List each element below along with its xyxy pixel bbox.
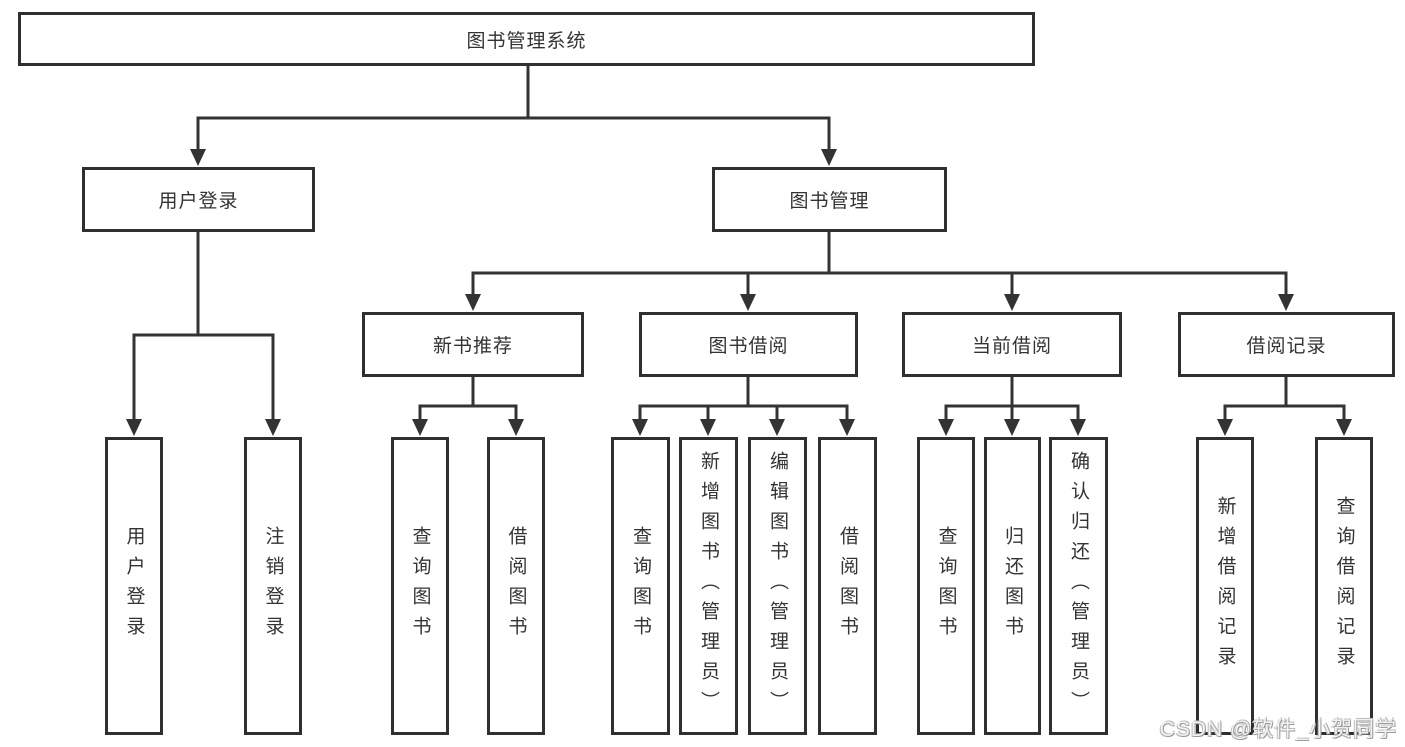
node-root-label: 图书管理系统 xyxy=(466,30,587,52)
leaf-user-login-label: 用户登录 xyxy=(123,526,145,646)
node-book-borrow: 图书借阅 xyxy=(639,312,858,377)
leaf-current-confirm: 确认归还（管理员） xyxy=(1049,437,1108,735)
leaf-borrow-add: 新增图书（管理员） xyxy=(679,437,738,735)
connector-newbook-to-leaves xyxy=(412,377,524,436)
leaf-borrow-add-label: 新增图书（管理员） xyxy=(698,451,719,721)
leaf-borrow-query: 查询图书 xyxy=(611,437,670,735)
connector-userlogin-to-leaves xyxy=(126,232,281,436)
leaf-current-confirm-label: 确认归还（管理员） xyxy=(1068,451,1089,721)
leaf-current-return-label: 归还图书 xyxy=(1002,526,1023,646)
leaf-logout: 注销登录 xyxy=(244,437,302,735)
node-user-login-label: 用户登录 xyxy=(158,191,239,212)
connector-root-to-level2 xyxy=(190,66,837,166)
leaf-borrow-edit: 编辑图书（管理员） xyxy=(748,437,807,735)
leaf-borrow-edit-label: 编辑图书（管理员） xyxy=(767,451,788,721)
csdn-watermark: CSDN @软件_小贺同学 xyxy=(1159,718,1397,741)
leaf-borrow-borrow-label: 借阅图书 xyxy=(837,526,858,646)
connector-bookborrow-to-leaves xyxy=(632,377,855,436)
node-current-borrow-label: 当前借阅 xyxy=(971,336,1052,357)
connector-bookmgmt-to-level3 xyxy=(465,232,1294,311)
leaf-records-query: 查询借阅记录 xyxy=(1315,437,1373,735)
node-book-mgmt: 图书管理 xyxy=(712,167,947,232)
node-borrow-records: 借阅记录 xyxy=(1178,312,1395,377)
node-book-borrow-label: 图书借阅 xyxy=(708,336,789,357)
leaf-newbook-query: 查询图书 xyxy=(391,437,449,735)
leaf-records-add: 新增借阅记录 xyxy=(1196,437,1254,735)
node-user-login: 用户登录 xyxy=(82,167,315,232)
leaf-newbook-borrow-label: 借阅图书 xyxy=(505,526,527,646)
connector-currentborrow-to-leaves xyxy=(938,377,1086,436)
leaf-newbook-borrow: 借阅图书 xyxy=(487,437,545,735)
leaf-records-query-label: 查询借阅记录 xyxy=(1333,496,1355,676)
leaf-borrow-query-label: 查询图书 xyxy=(630,526,651,646)
node-current-borrow: 当前借阅 xyxy=(902,312,1122,377)
leaf-user-login: 用户登录 xyxy=(105,437,163,735)
leaf-current-query: 查询图书 xyxy=(917,437,975,735)
node-root: 图书管理系统 xyxy=(18,12,1035,66)
connector-borrowrecords-to-leaves xyxy=(1217,377,1352,436)
leaf-borrow-borrow: 借阅图书 xyxy=(818,437,877,735)
node-book-mgmt-label: 图书管理 xyxy=(789,191,870,212)
leaf-current-return: 归还图书 xyxy=(984,437,1041,735)
leaf-logout-label: 注销登录 xyxy=(262,526,284,646)
leaf-current-query-label: 查询图书 xyxy=(935,526,957,646)
node-borrow-records-label: 借阅记录 xyxy=(1246,336,1327,357)
node-new-book-rec-label: 新书推荐 xyxy=(432,336,513,357)
leaf-newbook-query-label: 查询图书 xyxy=(409,526,431,646)
node-new-book-rec: 新书推荐 xyxy=(362,312,584,377)
leaf-records-add-label: 新增借阅记录 xyxy=(1214,496,1236,676)
